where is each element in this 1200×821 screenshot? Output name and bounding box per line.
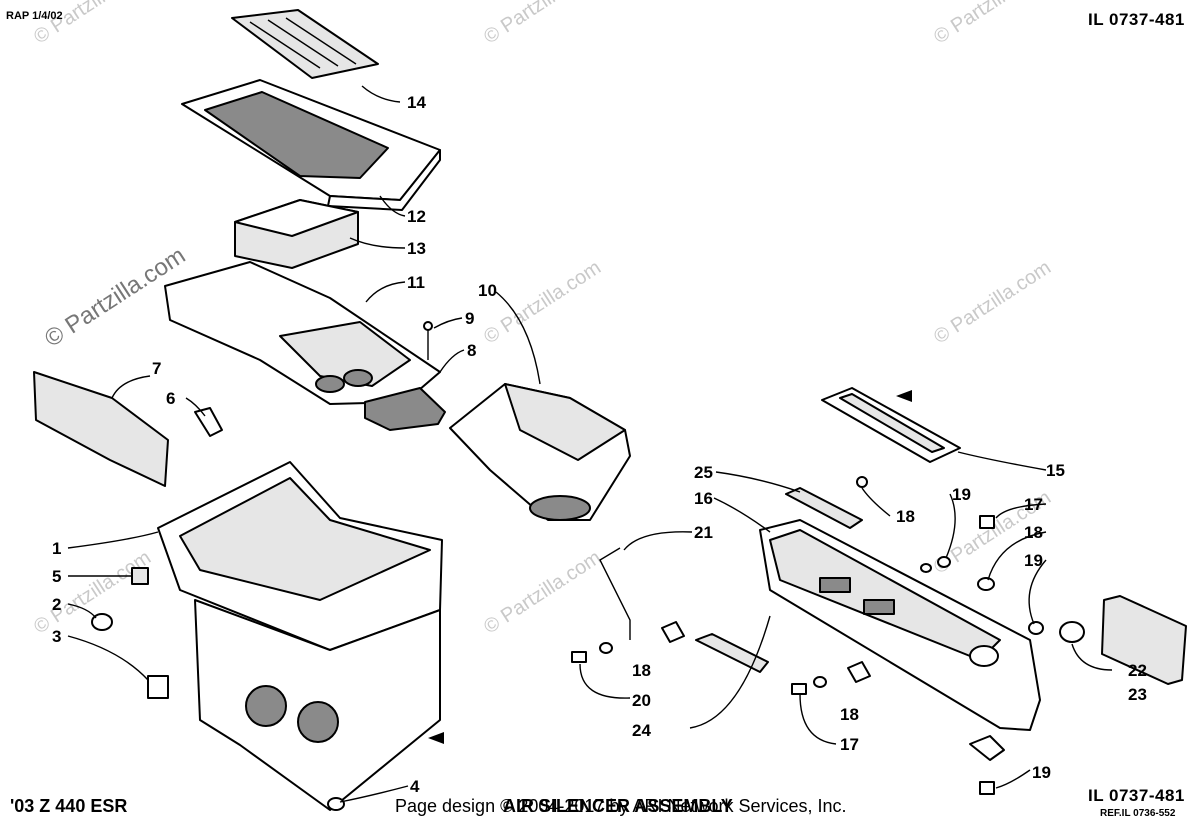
part-24-bracket xyxy=(695,633,769,673)
fasteners xyxy=(571,476,1044,795)
footer-illustration-id: IL 0737-481 xyxy=(1088,786,1185,805)
callout-10: 10 xyxy=(478,281,497,300)
part-7-foam xyxy=(33,371,169,487)
part-4-plug xyxy=(327,797,345,811)
callout-16: 16 xyxy=(694,489,713,508)
callout-3: 3 xyxy=(52,627,61,646)
callout-24: 24 xyxy=(632,721,651,740)
part-14-screen xyxy=(231,9,379,79)
callout-8: 8 xyxy=(467,341,476,360)
part-12-cover xyxy=(181,79,441,211)
header-date: RAP 1/4/02 xyxy=(6,10,63,22)
part-3-clip xyxy=(147,675,169,699)
callout-25: 25 xyxy=(694,463,713,482)
callout-20: 20 xyxy=(632,691,651,710)
header-illustration-id: IL 0737-481 xyxy=(1088,10,1185,29)
part-5-label xyxy=(131,567,149,585)
footer-assembly-title: AIR SILENCER ASSEMBLY xyxy=(503,796,733,816)
callout-18d: 18 xyxy=(840,705,859,724)
footer-copyright: Page design © 2004-2017 by ARI Network S… xyxy=(395,796,847,816)
part-13-foam xyxy=(234,199,359,269)
callout-18b: 18 xyxy=(1024,523,1043,542)
callout-11: 11 xyxy=(407,273,425,292)
callout-19b: 19 xyxy=(1024,551,1043,570)
callout-4: 4 xyxy=(410,777,420,796)
callout-18a: 18 xyxy=(896,507,915,526)
direction-arrow xyxy=(896,390,912,402)
callout-21: 21 xyxy=(694,523,713,542)
footer-model: '03 Z 440 ESR xyxy=(10,796,128,816)
callout-5: 5 xyxy=(52,567,61,586)
footer-reference: REF.IL 0736-552 xyxy=(1100,808,1176,819)
callout-leaders xyxy=(67,85,1113,803)
callout-7: 7 xyxy=(152,359,161,378)
part-8-foam xyxy=(364,387,446,431)
callout-numbers: 14 12 13 11 9 8 10 7 6 1 5 2 3 4 15 25 1… xyxy=(52,93,1147,796)
callout-22: 22 xyxy=(1128,661,1147,680)
callout-12: 12 xyxy=(407,207,426,226)
part-21-rod xyxy=(599,547,631,640)
part-22-23-filter xyxy=(1059,595,1187,685)
callout-18c: 18 xyxy=(632,661,651,680)
part-1-box xyxy=(157,461,443,811)
callout-14: 14 xyxy=(407,93,426,112)
callout-6: 6 xyxy=(166,389,175,408)
direction-arrow xyxy=(428,732,444,744)
callout-17a: 17 xyxy=(1024,495,1043,514)
callout-13: 13 xyxy=(407,239,426,258)
part-2-grommet xyxy=(91,613,113,631)
part-9-screw xyxy=(423,321,433,360)
part-6-bolt xyxy=(194,407,223,437)
callout-23: 23 xyxy=(1128,685,1147,704)
part-10-intake xyxy=(449,383,631,521)
callout-9: 9 xyxy=(465,309,474,328)
callout-19a: 19 xyxy=(952,485,971,504)
callout-19c: 19 xyxy=(1032,763,1051,782)
part-16-silencer xyxy=(759,519,1041,731)
callout-15: 15 xyxy=(1046,461,1065,480)
callout-1: 1 xyxy=(52,539,61,558)
callout-17b: 17 xyxy=(840,735,859,754)
callout-2: 2 xyxy=(52,595,61,614)
part-15-gasket xyxy=(821,387,961,463)
